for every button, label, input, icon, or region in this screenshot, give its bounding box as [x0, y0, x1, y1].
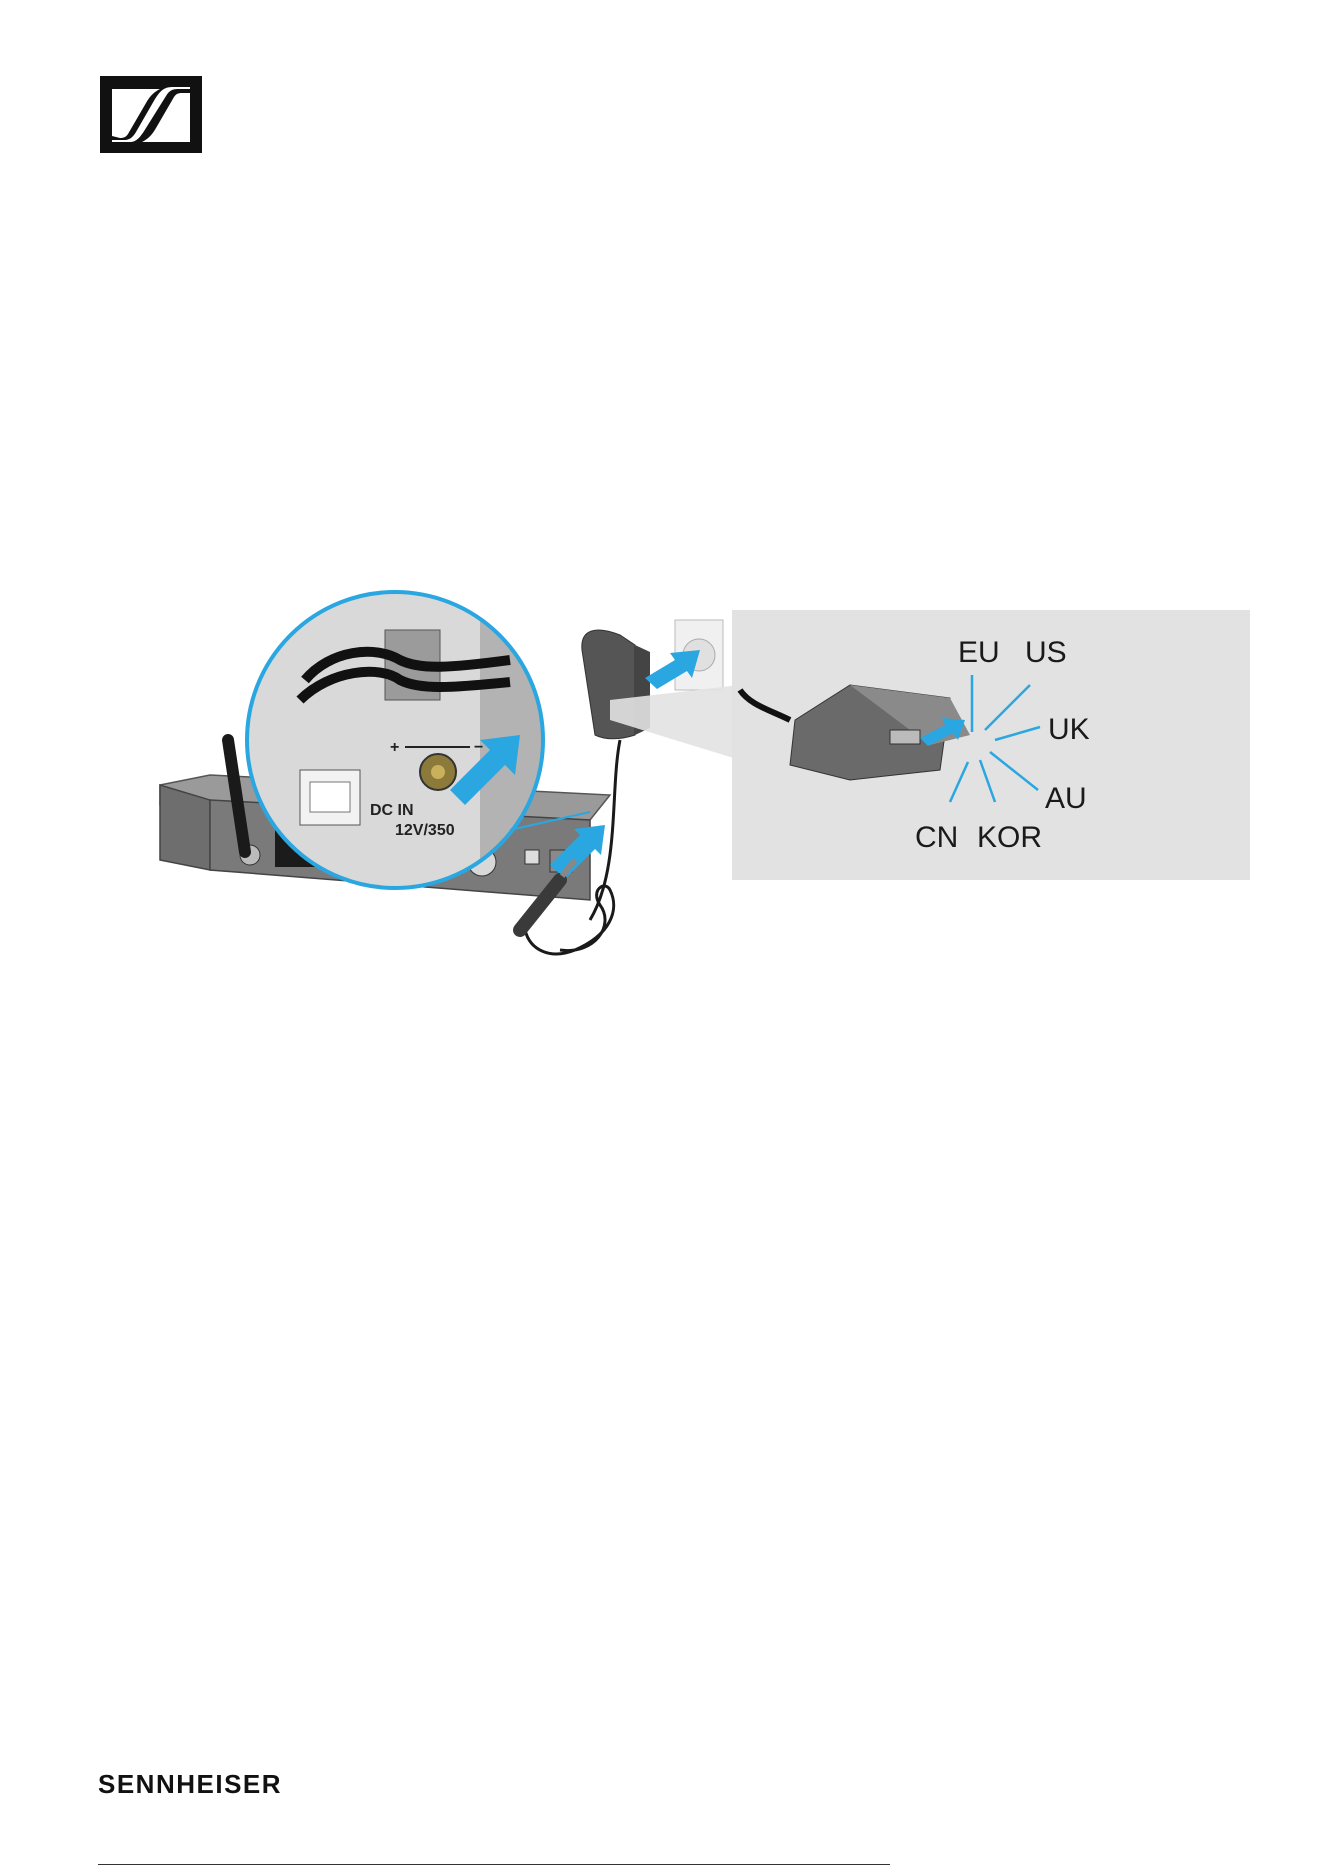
dc-rating-label: 12V/350: [395, 822, 455, 839]
zoom-polarity-plus: +: [390, 739, 399, 756]
footer-brand: SENNHEISER: [98, 1769, 282, 1800]
sennheiser-logo-icon: [100, 76, 202, 153]
plug-label-us: US: [1025, 636, 1067, 669]
plug-label-cn: CN: [915, 821, 958, 854]
dc-in-label: DC IN: [370, 802, 414, 819]
plug-label-au: AU: [1045, 782, 1087, 815]
plug-label-kor: KOR: [977, 821, 1042, 854]
plug-label-uk: UK: [1048, 713, 1090, 746]
footer-divider: [98, 1864, 890, 1865]
zoom-polarity-minus: −: [474, 739, 483, 756]
plug-label-eu: EU: [958, 636, 1000, 669]
plug-types-panel: EU US UK AU KOR CN: [732, 610, 1250, 880]
power-adapter: [582, 620, 740, 760]
power-supply-illustration: + − DC IN 12V/350 E: [150, 590, 1250, 1030]
